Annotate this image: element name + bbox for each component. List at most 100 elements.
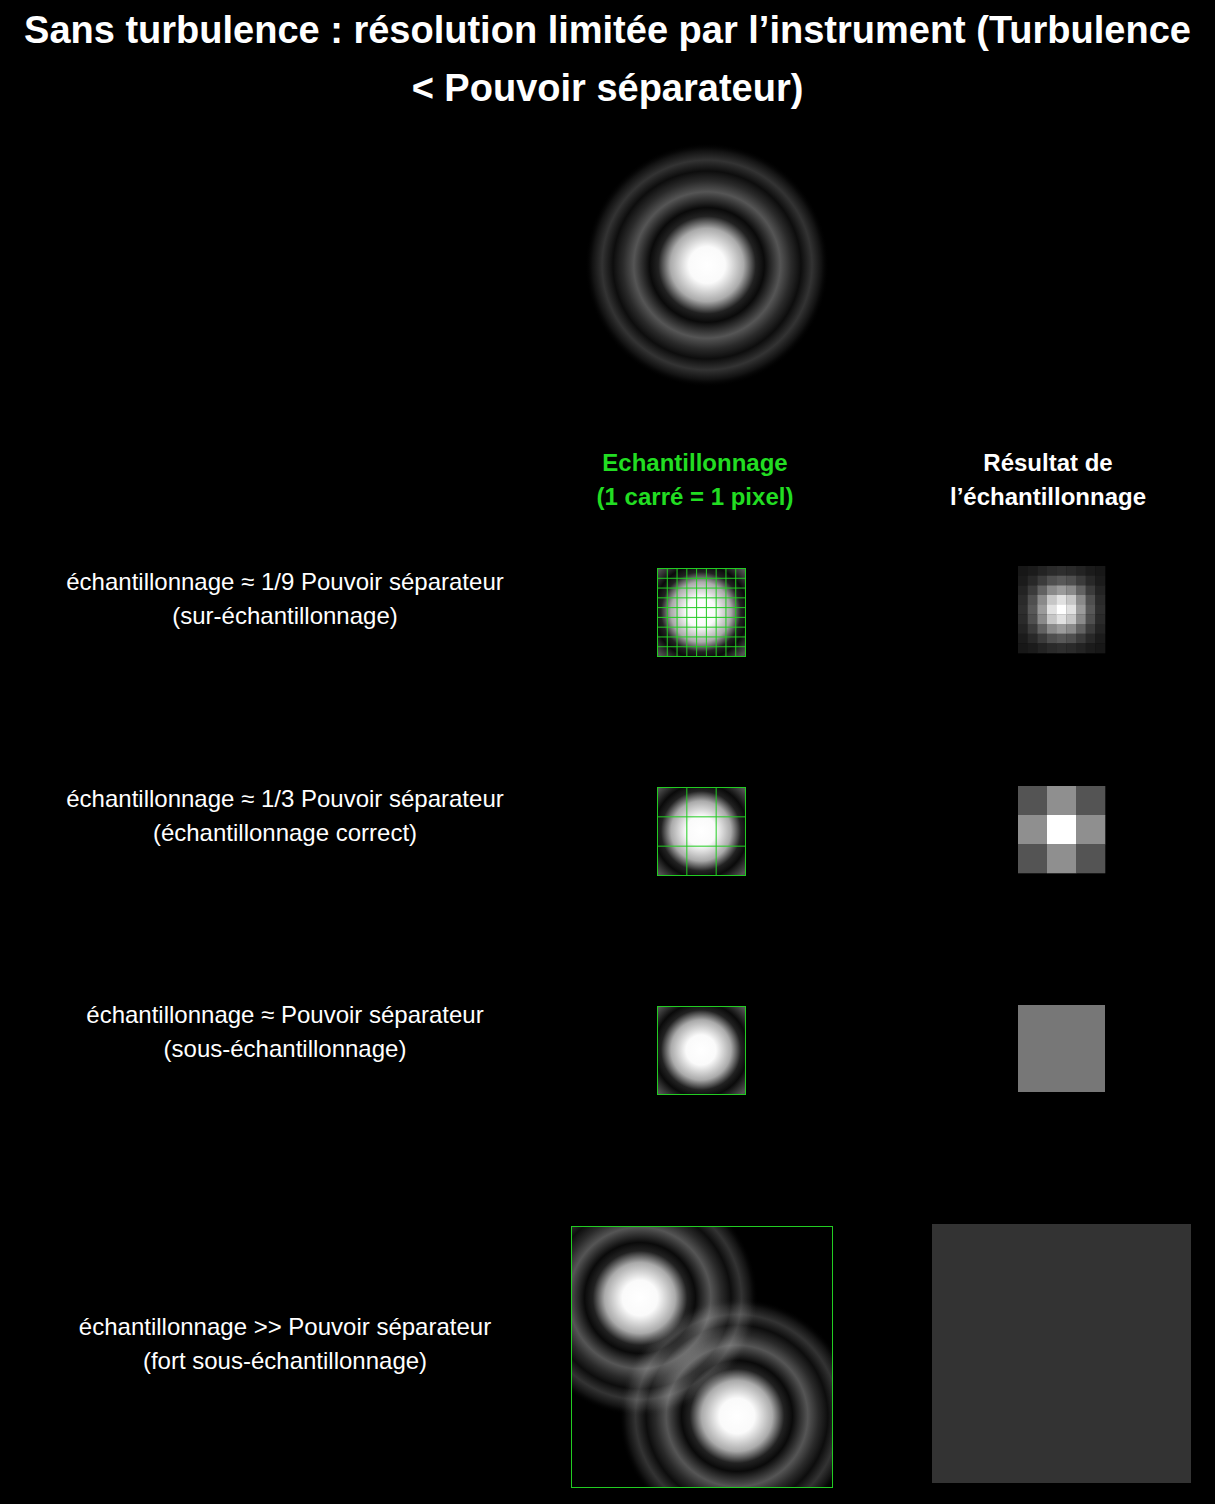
pixel-grid-line [677, 568, 678, 656]
result-pixel [1018, 1005, 1105, 1092]
pixel-grid-line [657, 627, 745, 628]
result-pixel [1018, 643, 1028, 653]
result-pixel [1086, 605, 1096, 615]
pixel-grid-line [657, 816, 745, 817]
result-pixel [1095, 595, 1105, 605]
airy-disk [585, 143, 829, 387]
pixel-grid-line [657, 588, 745, 589]
result-pixel [1028, 566, 1038, 576]
sampling-result [932, 566, 1191, 1483]
result-pixel [1076, 634, 1086, 644]
result-pixel [1018, 595, 1028, 605]
result-pixel [1076, 585, 1086, 595]
row-label: (fort sous-échantillonnage) [143, 1346, 427, 1376]
result-pixel [1047, 614, 1057, 624]
pixel-grid-line [706, 568, 707, 656]
result-pixel [1095, 634, 1105, 644]
result-pixel [1028, 576, 1038, 586]
result-pixel [1076, 614, 1086, 624]
pixel-grid-line [716, 787, 717, 875]
result-pixel [1047, 786, 1076, 815]
result-pixel [1018, 576, 1028, 586]
pixel-grid-line [686, 787, 687, 875]
result-pixel [1037, 643, 1047, 653]
result-pixel [1057, 624, 1067, 634]
pixel-grid-line [657, 617, 745, 618]
result-pixel [1066, 624, 1076, 634]
result-pixel [1018, 624, 1028, 634]
result-pixel [1076, 576, 1086, 586]
result-pixel [1057, 643, 1067, 653]
result-pixel [1076, 815, 1105, 844]
result-pixel [1047, 634, 1057, 644]
result-pixel [1086, 634, 1096, 644]
result-pixel [1086, 624, 1096, 634]
result-pixel [1095, 614, 1105, 624]
result-pixel [1066, 643, 1076, 653]
column-header: Résultat de [983, 448, 1112, 478]
result-pixel [1086, 585, 1096, 595]
pixel-grid-line [725, 568, 726, 656]
result-pixel [1037, 614, 1047, 624]
result-pixel [1066, 614, 1076, 624]
pixel-grid-line [735, 568, 736, 656]
row-label: échantillonnage ≈ 1/3 Pouvoir séparateur [66, 784, 503, 814]
result-pixel [1047, 605, 1057, 615]
result-pixel [1086, 576, 1096, 586]
result-pixel [1037, 605, 1047, 615]
airy-disk [657, 787, 745, 875]
result-pixel [1037, 634, 1047, 644]
pixel-grid-line [686, 568, 687, 656]
row-label: (échantillonnage correct) [153, 818, 417, 848]
result-pixel [1066, 566, 1076, 576]
pixel-grid-line [657, 597, 745, 598]
result-pixel [1066, 595, 1076, 605]
result-pixel [1018, 585, 1028, 595]
result-pixel [1057, 605, 1067, 615]
result-pixel [1076, 595, 1086, 605]
result-pixel [1018, 815, 1047, 844]
pixel-grid-border [572, 1227, 833, 1488]
result-pixel [1047, 566, 1057, 576]
result-pixel [1095, 624, 1105, 634]
result-pixel [1018, 786, 1047, 815]
column-header: Echantillonnage [602, 448, 787, 478]
result-pixel [1095, 566, 1105, 576]
result-pixel [1057, 585, 1067, 595]
pixel-grid-line [657, 636, 745, 637]
row-label: échantillonnage >> Pouvoir séparateur [79, 1312, 491, 1342]
result-pixel [1037, 566, 1047, 576]
pixel-grid-line [657, 578, 745, 579]
result-pixel [1028, 624, 1038, 634]
result-pixel [1095, 605, 1105, 615]
row-label: échantillonnage ≈ 1/9 Pouvoir séparateur [66, 567, 503, 597]
column-header: l’échantillonnage [950, 482, 1146, 512]
result-pixel [1047, 624, 1057, 634]
airy-pair [571, 1226, 832, 1487]
result-pixel [1076, 786, 1105, 815]
result-pixel [1047, 844, 1076, 873]
result-pixel [1066, 585, 1076, 595]
pixel-grid-line [657, 646, 745, 647]
result-pixel [1037, 585, 1047, 595]
pixel-grid [572, 568, 833, 1488]
result-pixel [1018, 566, 1028, 576]
result-pixel [1076, 566, 1086, 576]
result-pixel [1028, 634, 1038, 644]
result-pixel [1028, 643, 1038, 653]
result-pixel [1076, 844, 1105, 873]
result-pixel [1076, 605, 1086, 615]
result-pixel [1018, 844, 1047, 873]
result-pixel [1066, 576, 1076, 586]
result-pixel [1028, 614, 1038, 624]
pixel-grid-border [658, 788, 746, 876]
result-pixel [1076, 643, 1086, 653]
title: Sans turbulence : résolution limitée par… [10, 1, 1205, 117]
pixel-grid-line [657, 846, 745, 847]
row-label: (sur-échantillonnage) [172, 601, 397, 631]
row-label: (sous-échantillonnage) [164, 1034, 407, 1064]
pixel-grid-line [716, 568, 717, 656]
row-label: échantillonnage ≈ Pouvoir séparateur [86, 1000, 483, 1030]
